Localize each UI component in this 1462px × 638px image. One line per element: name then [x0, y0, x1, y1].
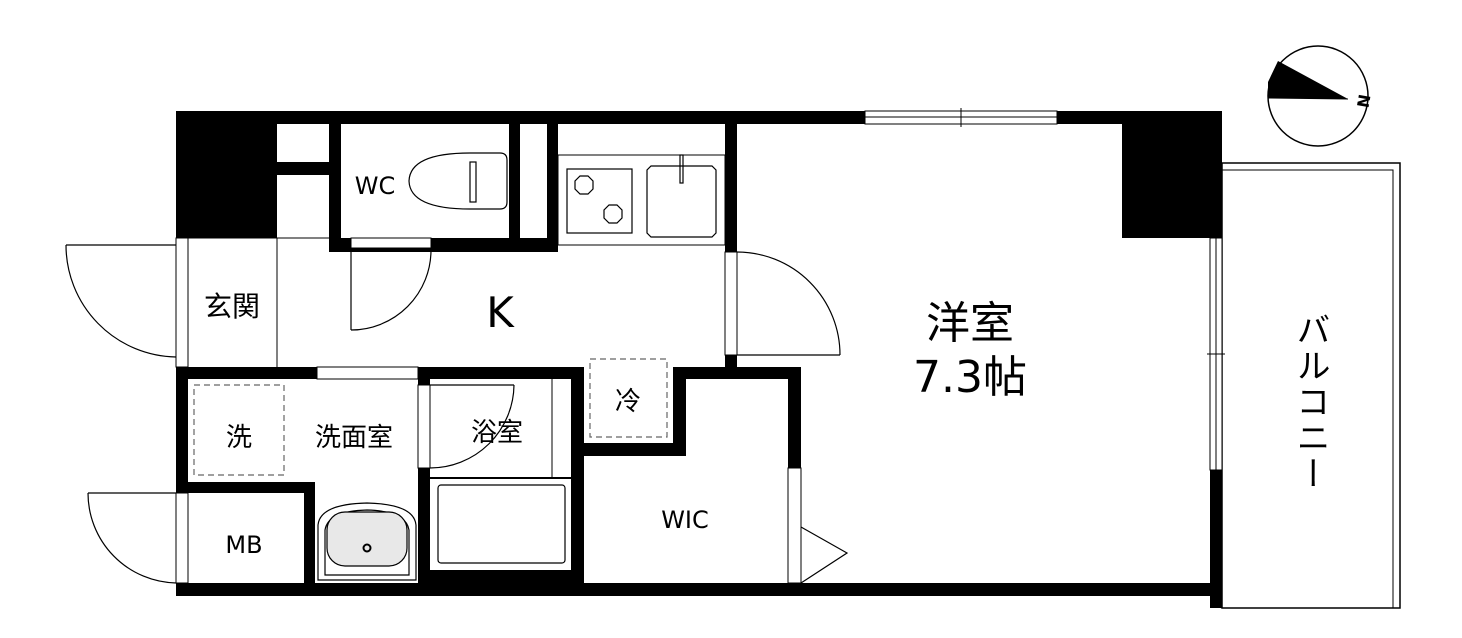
entrance-door[interactable]: [65, 244, 177, 358]
label-wic: WIC: [661, 506, 709, 534]
wc-door[interactable]: [350, 249, 432, 331]
wic-door[interactable]: [800, 526, 849, 584]
label-entrance: 玄関: [204, 290, 260, 323]
bathroom-door[interactable]: [429, 384, 515, 469]
label-bathroom: 浴室: [471, 418, 523, 448]
stove-icon: [566, 168, 633, 234]
windows: [175, 108, 1225, 584]
compass-north-label: N: [1353, 93, 1374, 109]
burner-icon: [603, 204, 623, 224]
fridge-space-box: [589, 358, 668, 438]
wash-basin-icon: [317, 502, 417, 581]
kitchen-sink-icon: [646, 165, 717, 238]
mb-door[interactable]: [87, 492, 177, 584]
kitchen-counter: [557, 154, 726, 246]
label-kitchen: K: [486, 288, 515, 337]
laundry-space-box: [193, 384, 285, 476]
western-room-door[interactable]: [736, 251, 841, 356]
bathtub-icon: [437, 484, 566, 564]
fixtures: [188, 152, 726, 581]
label-western-room: 洋室: [926, 298, 1014, 349]
label-mb: MB: [225, 531, 262, 559]
compass-needle-icon: [1268, 61, 1348, 99]
label-fridge: 冷: [615, 387, 641, 417]
doors: [65, 244, 849, 584]
label-wc: WC: [355, 172, 396, 200]
label-western-room-size: 7.3帖: [913, 352, 1027, 403]
window-washroom: [316, 366, 419, 380]
toilet-icon: [408, 152, 508, 210]
label-laundry: 洗: [226, 423, 252, 453]
room-labels: WC 玄関 K 洋室 7.3帖 洗 洗面室 浴室 冷 MB WIC: [204, 172, 1027, 559]
label-balcony: バルコニー: [1290, 312, 1330, 492]
compass: N: [1267, 45, 1374, 147]
faucet-icon: [679, 154, 684, 184]
burner-icon: [574, 175, 594, 195]
label-washroom: 洗面室: [315, 423, 393, 453]
